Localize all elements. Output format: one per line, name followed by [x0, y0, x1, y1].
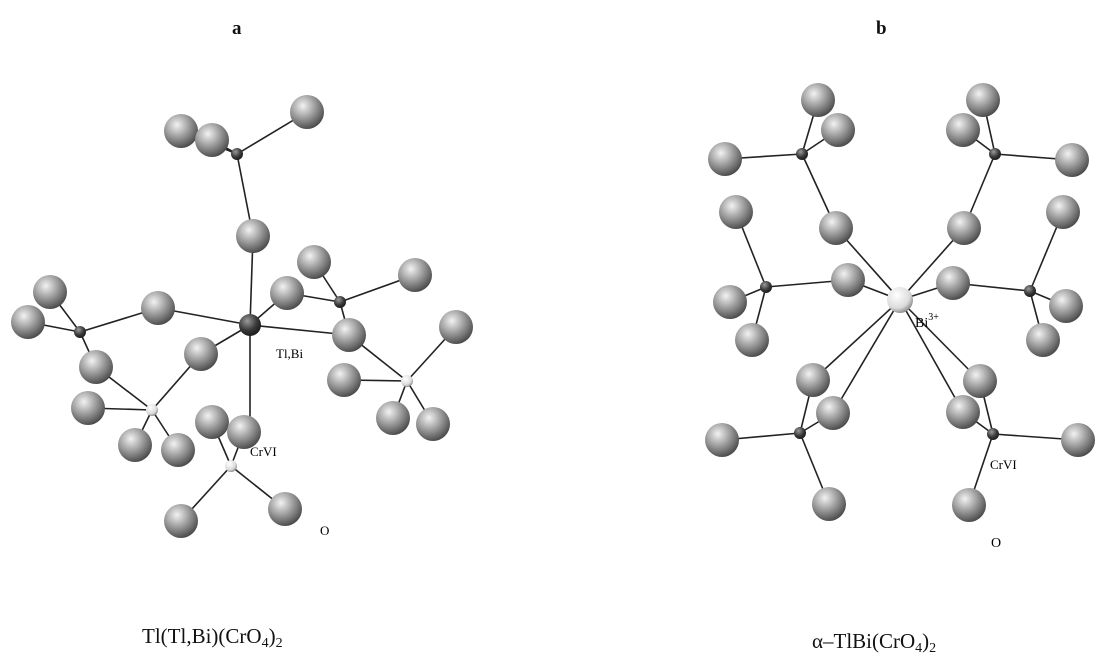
- panel-a-bonds: [27, 111, 457, 522]
- panel-a-tl-bi-atom: [239, 314, 261, 336]
- panel-a-oxygen-atoms: [11, 95, 473, 538]
- panel-a-chromium-atoms: [74, 148, 413, 472]
- panel-b-letter: b: [876, 18, 887, 39]
- panel-b-formula-close: ): [922, 629, 930, 653]
- panel-a-formula-close: ): [268, 624, 276, 648]
- panel-b-formula-sub1: 4: [915, 641, 923, 656]
- panel-b-metal-symbol: Bi: [915, 316, 928, 331]
- panel-b-oxygen-label: O: [991, 536, 1001, 551]
- panel-b-structure: Bi3+ CrVI O: [705, 83, 1095, 551]
- panel-b-formula-sub2: 2: [929, 641, 937, 656]
- panel-b-formula: α–TlBi(CrO4)2: [812, 629, 936, 657]
- panel-b-metal-label: Bi3+: [915, 312, 939, 331]
- panel-b-chromium-label: CrVI: [990, 457, 1017, 472]
- panel-a-formula-sub2: 2: [275, 636, 283, 651]
- panel-a-letter: a: [232, 18, 242, 39]
- panel-b-chromium-atoms: [760, 148, 1036, 440]
- panel-a-formula: Tl(Tl,Bi)(CrO4)2: [142, 624, 283, 652]
- panel-a-formula-main: Tl(Tl,Bi)(CrO: [142, 624, 262, 648]
- panel-b-metal-charge: 3+: [928, 312, 939, 323]
- panel-a-oxygen-label: O: [320, 523, 329, 538]
- panel-a-formula-sub1: 4: [261, 636, 269, 651]
- panel-b-oxygen-atoms: [705, 83, 1095, 522]
- panel-a-metal-label: Tl,Bi: [276, 346, 303, 361]
- panel-b-formula-main: α–TlBi(CrO: [812, 629, 916, 653]
- panel-a-structure: Tl,Bi CrVI O: [11, 95, 473, 538]
- panel-a-chromium-label: CrVI: [250, 444, 277, 459]
- panel-b-bi-atom: [887, 287, 913, 313]
